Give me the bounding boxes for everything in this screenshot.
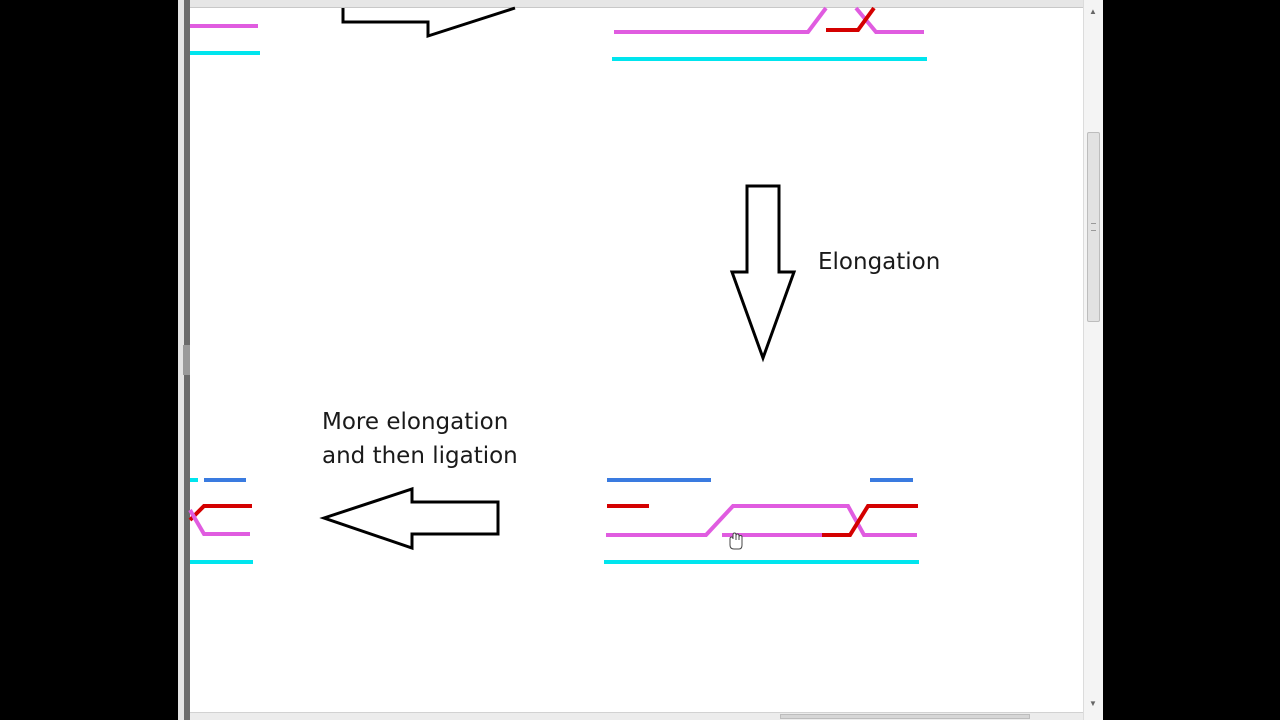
bottom-left-new-strand <box>188 508 250 536</box>
left-arrow <box>319 486 500 551</box>
drawing-canvas[interactable] <box>190 8 1083 712</box>
top-right-primer-fragment <box>826 6 876 32</box>
top-right-new-strand-end <box>854 6 924 34</box>
vertical-scroll-thumb[interactable] <box>1087 132 1100 322</box>
vertical-scrollbar[interactable]: ▲ ▼ <box>1083 0 1103 720</box>
bottom-right-primer-fragment-2 <box>822 504 918 537</box>
bottom-right-strand-set <box>604 478 919 564</box>
top-toolbar-strip <box>190 0 1083 8</box>
top-left-strand-fragment <box>190 24 260 55</box>
hand-cursor-icon <box>729 532 743 550</box>
ruler-handle[interactable] <box>183 345 191 375</box>
down-arrow <box>729 184 797 363</box>
bottom-left-primer-fragment <box>188 504 252 522</box>
top-right-strand-set <box>612 6 927 61</box>
bottom-left-strand-set <box>188 478 253 564</box>
scroll-up-icon[interactable]: ▲ <box>1089 7 1097 16</box>
top-right-new-strand <box>614 6 828 34</box>
drawing-app-window: ▲ ▼ <box>178 0 1103 720</box>
elongation-label: Elongation <box>818 249 941 275</box>
bottom-right-new-strand <box>606 504 917 537</box>
more-elongation-label-line1: More elongation <box>322 409 509 435</box>
status-bar <box>190 712 1083 720</box>
scroll-down-icon[interactable]: ▼ <box>1089 699 1097 708</box>
more-elongation-label-line2: and then ligation <box>322 443 518 469</box>
scroll-grip-icon <box>1091 223 1096 231</box>
top-partial-arrow <box>341 6 516 39</box>
horizontal-scroll-thumb[interactable] <box>780 714 1030 719</box>
